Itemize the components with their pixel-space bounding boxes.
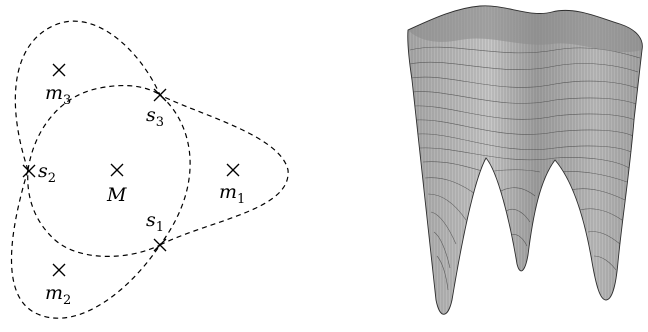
point-m3: m3 [45, 63, 71, 108]
surface-mesh [407, 5, 643, 315]
point-s2: s2 [22, 160, 56, 186]
cross-marker [153, 88, 167, 102]
point-M: M [106, 163, 127, 206]
point-m1: m1 [219, 163, 245, 207]
cross-marker [52, 263, 66, 277]
surface-rim [408, 5, 643, 53]
label-s3: s3 [146, 104, 164, 130]
three-well-surface [407, 5, 643, 315]
outer-dashed-curve [10, 20, 289, 319]
cross-marker [22, 164, 36, 178]
point-s1: s1 [146, 209, 167, 252]
cross-marker [52, 63, 66, 77]
label-M: M [106, 184, 127, 206]
cross-marker [110, 163, 124, 177]
label-s1: s1 [146, 209, 164, 235]
cross-marker [153, 238, 167, 252]
label-m3: m3 [45, 82, 71, 108]
point-s3: s3 [146, 88, 167, 130]
point-m2: m2 [45, 263, 71, 308]
label-s2: s2 [38, 160, 56, 186]
inner-dashed-curve [27, 84, 191, 257]
cross-marker [226, 163, 240, 177]
label-m1: m1 [219, 181, 245, 207]
left-diagram [10, 20, 289, 319]
label-m2: m2 [45, 282, 71, 308]
